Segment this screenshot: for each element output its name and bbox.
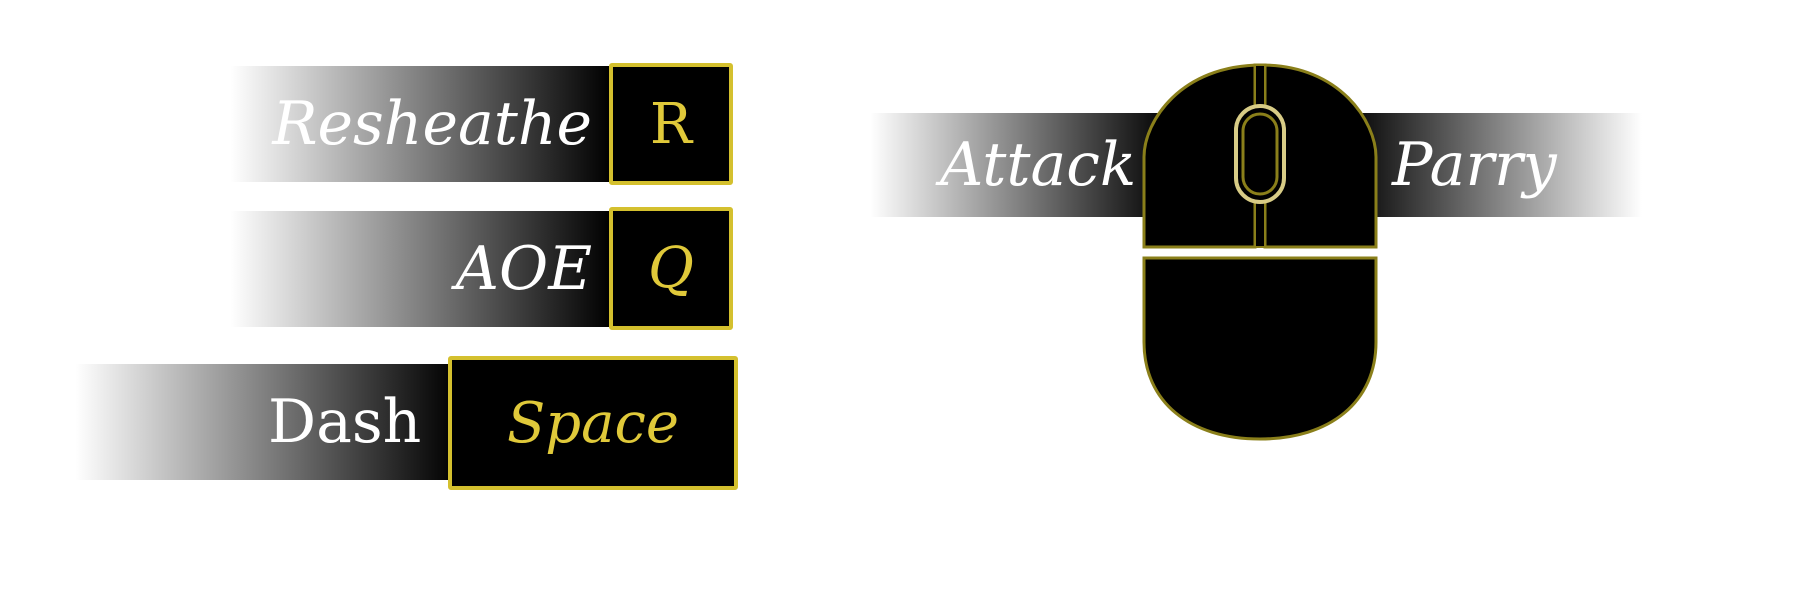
mouse-right-button [1261,63,1378,249]
key-q: Q [609,207,733,330]
key-r-label: R [649,91,693,157]
keybind-bar-aoe [230,211,610,327]
keybind-bar-dash [75,364,455,480]
mouse-bar-right [1345,113,1642,217]
key-space: Space [448,356,738,490]
mouse-body-lower [1142,256,1378,441]
mouse-right-label: Parry [1392,130,1557,200]
mouse-bar-left [870,113,1170,217]
action-label-aoe: AOE [455,234,592,304]
keybind-bar-resheathe [230,66,610,182]
mouse-left-button [1142,63,1263,249]
mouse-drawing [1142,63,1378,441]
mouse-left-label: Attack [940,130,1137,200]
key-space-label: Space [506,390,680,456]
action-label-resheathe: Resheathe [272,89,592,159]
mouse-icon [1140,62,1380,442]
action-label-dash: Dash [268,387,422,457]
key-q-label: Q [648,236,694,301]
key-r: R [609,63,733,185]
